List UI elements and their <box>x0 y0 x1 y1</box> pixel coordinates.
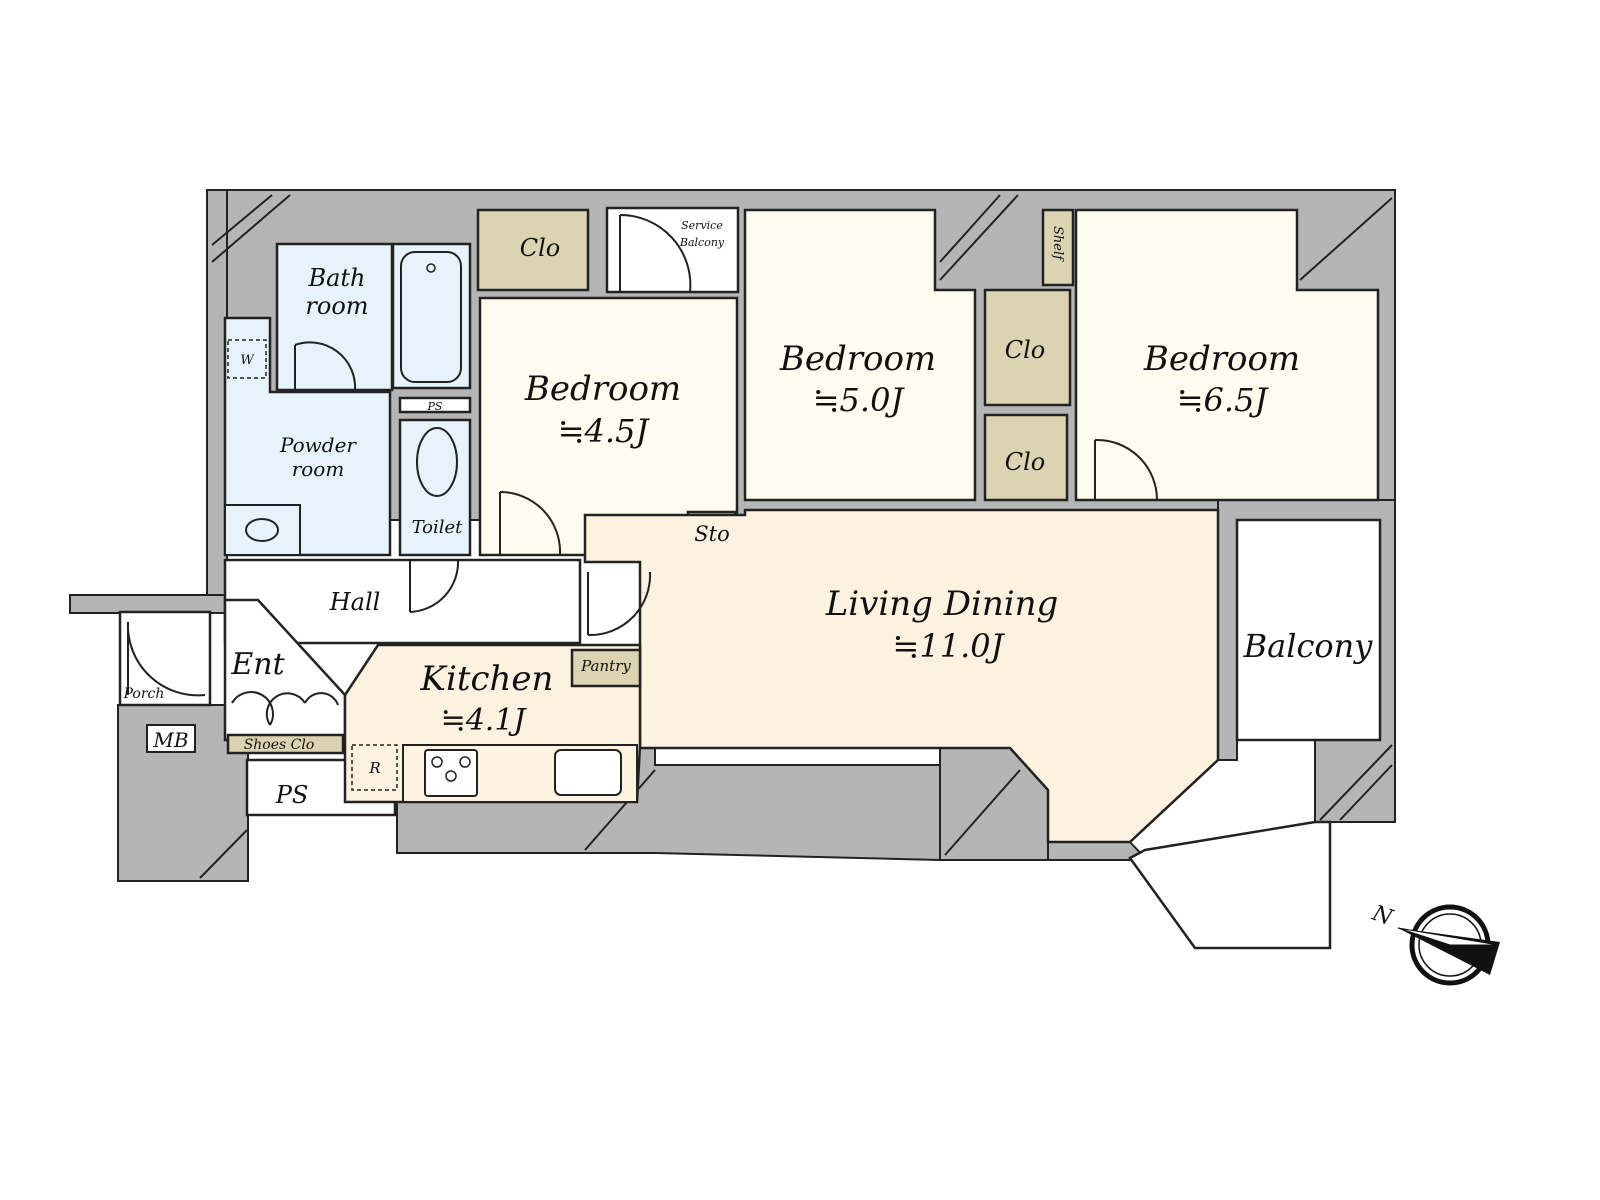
porch-label: Porch <box>123 686 165 702</box>
toilet-label: Toilet <box>412 517 464 538</box>
kitchen-sink-icon <box>554 749 622 796</box>
fridge-label: R <box>368 759 380 777</box>
living-dining-name: Living Dining <box>825 584 1059 624</box>
service-balcony-label: Service <box>681 219 723 232</box>
bedroom-3-name: Bedroom <box>1143 339 1300 379</box>
bathroom <box>275 242 394 392</box>
closet-top-label: Clo <box>520 234 561 262</box>
sink-icon <box>245 518 279 542</box>
balcony <box>1235 518 1382 742</box>
pipe-space-small <box>398 396 472 414</box>
bedroom-1-size: ≒4.5J <box>558 412 651 450</box>
closet-mid-1-label: Clo <box>1005 336 1046 364</box>
compass-needle-icon <box>1398 928 1500 975</box>
entrance-label: Ent <box>230 647 285 682</box>
doors <box>126 213 1158 726</box>
living-dining-size: ≒11.0J <box>893 627 1006 665</box>
closet-top <box>476 208 590 292</box>
shelf-label: Shelf <box>1050 226 1065 262</box>
toilet-room <box>398 418 472 557</box>
service-balcony-label-2: Balcony <box>679 236 725 249</box>
ps-small-label: PS <box>427 400 443 413</box>
living-dining <box>583 508 1220 844</box>
porch <box>118 610 212 707</box>
pantry-label: Pantry <box>580 657 631 675</box>
bathroom-label-2: room <box>305 292 368 320</box>
shelf <box>1041 208 1075 287</box>
toilet-icon <box>416 427 458 497</box>
bedroom-2-size: ≒5.0J <box>813 381 906 419</box>
storage-label: Sto <box>694 522 729 546</box>
bedroom-3 <box>1074 208 1380 502</box>
stove-icon <box>424 749 478 797</box>
meter-box-label: MB <box>152 728 188 752</box>
bathroom-label: Bath <box>307 264 365 292</box>
closet-mid-2 <box>983 413 1069 502</box>
closet-mid-1 <box>983 288 1072 407</box>
bedroom-3-size: ≒6.5J <box>1177 381 1270 419</box>
shoes-closet-label: Shoes Clo <box>244 737 315 753</box>
washer-space <box>227 339 267 379</box>
balcony-label: Balcony <box>1243 627 1374 665</box>
bathtub-icon <box>400 251 462 383</box>
kitchen-name: Kitchen <box>420 659 554 699</box>
hall-label: Hall <box>329 588 381 616</box>
powder-room-label: Powder <box>279 433 357 457</box>
shoes-closet <box>226 733 345 755</box>
service-balcony <box>605 206 740 294</box>
bedroom-2 <box>743 208 977 502</box>
bedroom-1-name: Bedroom <box>524 369 681 409</box>
fridge-space <box>351 744 398 791</box>
pantry <box>570 648 642 688</box>
meter-box <box>146 724 196 753</box>
bedroom-2-name: Bedroom <box>779 339 936 379</box>
powder-room-label-2: room <box>292 457 345 481</box>
bathtub-area <box>391 242 472 390</box>
compass: N <box>1368 901 1500 986</box>
kitchen-size: ≒4.1J <box>441 703 528 738</box>
ps-large-label: PS <box>275 781 309 809</box>
closet-mid-2-label: Clo <box>1005 448 1046 476</box>
compass-north-label: N <box>1368 901 1396 932</box>
washer-label: W <box>240 353 255 368</box>
